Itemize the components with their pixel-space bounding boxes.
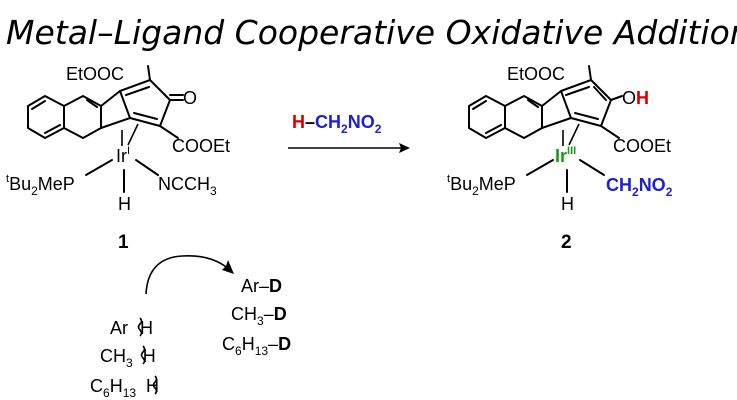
scheme-title: Metal–Ligand Cooperative Oxidative Addit… [6, 13, 737, 52]
naphthalene-ring-right [63, 95, 102, 139]
ketone-oxygen: O [183, 88, 197, 108]
curved-arrow [145, 254, 231, 295]
reactant-complex-1: O EtOOC COOEt IrI tBu2MeP H NCCH3 1 [6, 64, 230, 253]
nitromethyl-ligand: CH2NO2 [606, 175, 673, 199]
product-phosphine-ligand: tBu2MeP [447, 173, 516, 198]
product-right-ester: COOEt [613, 136, 671, 156]
product-hydride-ligand: H [561, 194, 574, 214]
hydroxyl-group: OH [622, 88, 649, 108]
reaction-arrowhead [399, 143, 410, 153]
reagent-nitromethane: H–CH2NO2 [292, 112, 382, 136]
top-ester-label: EtOOC [66, 64, 124, 84]
product-top-ester: EtOOC [507, 64, 565, 84]
wavy-bond-3 [152, 375, 158, 395]
acenaphthylene-five-ring [100, 90, 131, 129]
iridium-center: IrI [116, 145, 130, 166]
wavy-bond-1 [137, 317, 143, 337]
product-methane-d: CH3–D [231, 304, 287, 328]
product-iridium-center: IrIII [555, 145, 576, 166]
curved-arrowhead [222, 260, 234, 274]
wavy-bond-2 [140, 345, 146, 365]
reaction-arrow-group: H–CH2NO2 [288, 112, 410, 153]
product-arene-d: Ar–D [241, 276, 282, 296]
acetonitrile-ligand: NCCH3 [158, 174, 217, 198]
product-hexane-d: C6H13–D [222, 334, 291, 358]
right-ester-label: COOEt [172, 136, 230, 156]
compound-number-1: 1 [118, 232, 129, 253]
phosphine-ligand: tBu2MeP [6, 173, 75, 198]
compound-number-2: 2 [561, 232, 572, 253]
hydride-ligand: H [118, 194, 131, 214]
product-complex-2: OH EtOOC COOEt IrIII tBu2MeP H CH2NO2 2 [447, 64, 673, 253]
